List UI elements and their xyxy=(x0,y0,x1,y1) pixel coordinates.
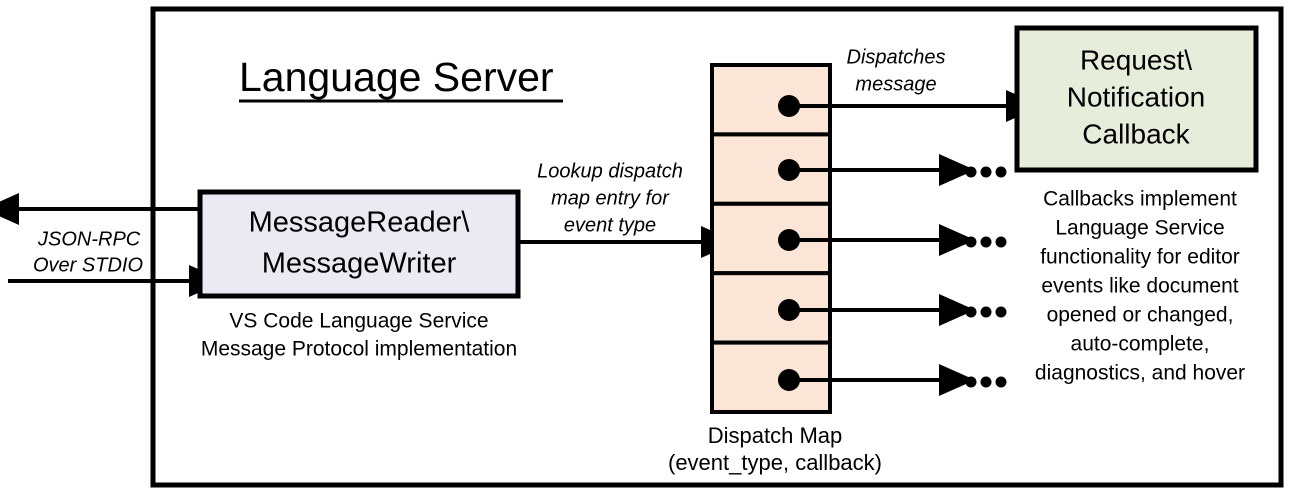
callback-caption-line-6: auto-complete, xyxy=(1071,333,1210,356)
lookup-label-line1: Lookup dispatch xyxy=(537,160,683,182)
dispatch-ellipsis-row-5 xyxy=(965,376,1007,388)
message-reader-caption-line2: Message Protocol implementation xyxy=(201,338,517,361)
dispatch-ellipsis-row-2 xyxy=(965,166,1007,178)
page-title: Language Server xyxy=(239,54,554,100)
callback-caption-line-3: functionality for editor xyxy=(1040,246,1240,269)
dispatch-label-line1: Dispatches xyxy=(847,46,946,68)
lookup-label-line2: map entry for xyxy=(551,187,670,209)
message-reader-line2: MessageWriter xyxy=(262,248,457,280)
message-reader-caption-line1: VS Code Language Service xyxy=(229,310,488,333)
callback-caption-line-7: diagnostics, and hover xyxy=(1035,362,1245,385)
dispatch-map-row-5 xyxy=(710,340,832,415)
dispatch-ellipsis-row-3 xyxy=(965,236,1007,248)
language-server-container xyxy=(150,6,1284,488)
channel-label-line1: JSON-RPC xyxy=(37,228,141,250)
callback-box-line2: Notification xyxy=(1067,81,1206,112)
callback-box-line1: Request\ xyxy=(1080,44,1192,75)
dispatch-map-row-4 xyxy=(710,271,832,345)
dispatch-map-caption-line1: Dispatch Map xyxy=(708,423,843,448)
lookup-label-line3: event type xyxy=(564,214,656,236)
dispatch-label-line2: message xyxy=(855,73,936,95)
callback-caption-line-1: Callbacks implement xyxy=(1043,188,1237,211)
callback-box-line3: Callback xyxy=(1082,118,1190,149)
request-notification-callback-box xyxy=(1014,25,1259,173)
channel-label-line2: Over STDIO xyxy=(33,254,143,276)
message-reader-writer-box xyxy=(197,189,521,299)
dispatch-map-row-1 xyxy=(710,63,832,137)
callback-caption-line-4: events like document xyxy=(1041,275,1238,298)
dispatch-ellipsis-row-4 xyxy=(965,306,1007,318)
dispatch-map-caption-line2: (event_type, callback) xyxy=(668,450,882,475)
message-reader-line1: MessageReader\ xyxy=(249,207,471,239)
callback-caption-line-5: opened or changed, xyxy=(1047,304,1234,327)
callback-caption-line-2: Language Service xyxy=(1055,217,1224,240)
